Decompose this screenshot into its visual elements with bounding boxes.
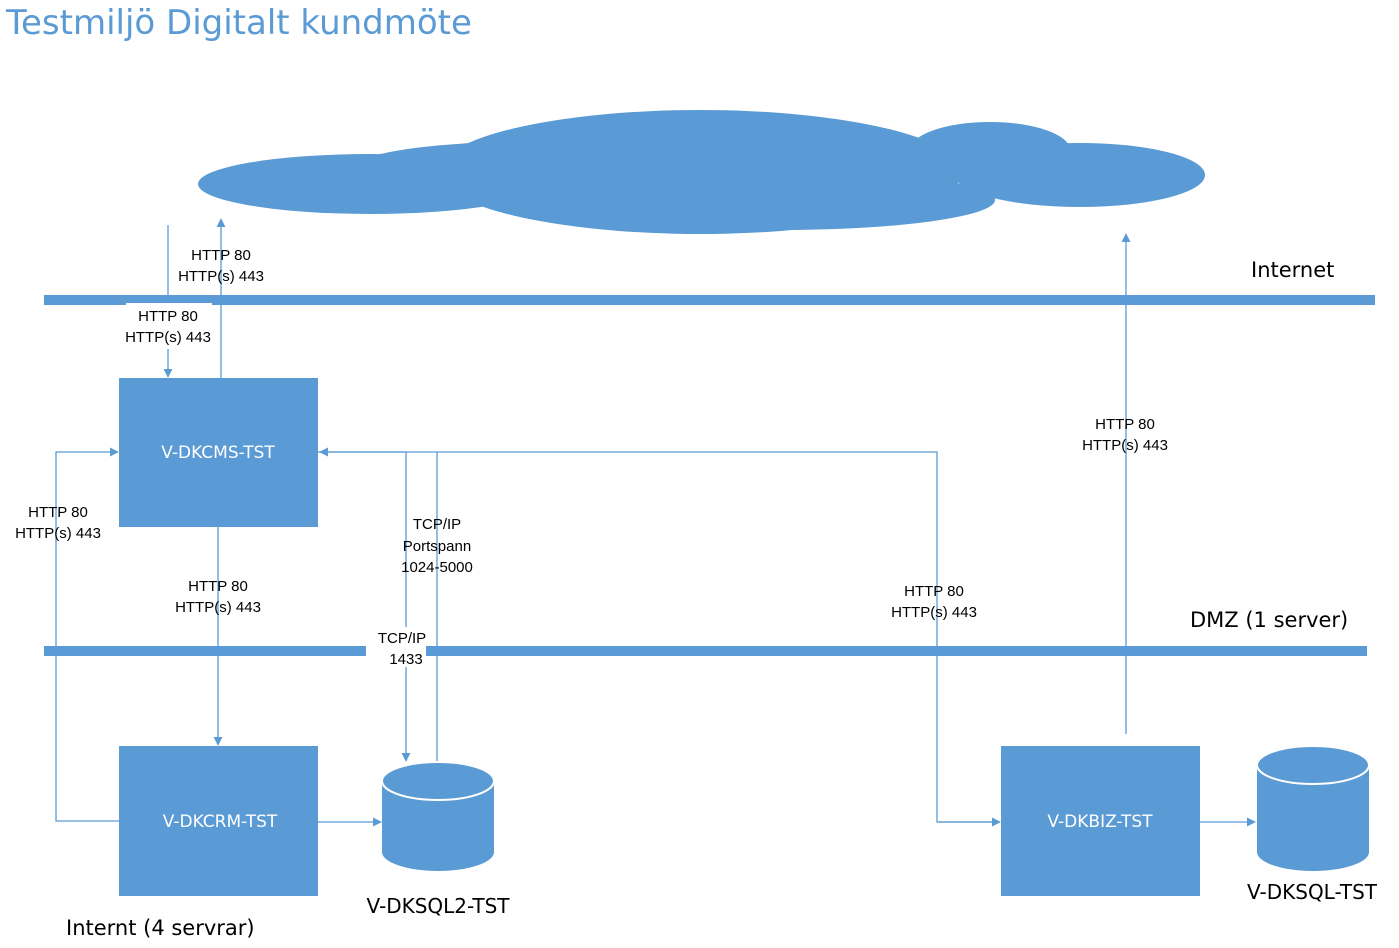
svg-text:HTTP 80: HTTP 80 xyxy=(138,308,198,325)
connector-crm-to-cms xyxy=(55,447,120,822)
protocol-label-cms-outbound: HTTP 80 HTTP(s) 443 xyxy=(178,247,264,285)
server-label: V-DKBIZ-TST xyxy=(1047,812,1153,832)
protocol-label-crm-to-cms: HTTP 80 HTTP(s) 443 xyxy=(15,504,101,542)
connectors xyxy=(55,218,1256,827)
internet-boundary-bar xyxy=(44,295,1375,305)
protocol-label-cms-biz: HTTP 80 HTTP(s) 443 xyxy=(891,583,977,621)
dmz-boundary-bar-left xyxy=(44,646,366,656)
server-label: V-DKCMS-TST xyxy=(161,443,275,463)
svg-text:Portspann: Portspann xyxy=(403,538,471,555)
svg-text:HTTP(s) 443: HTTP(s) 443 xyxy=(891,604,977,621)
zone-label-dmz: DMZ (1 server) xyxy=(1190,608,1348,632)
svg-text:HTTP 80: HTTP 80 xyxy=(188,578,248,595)
database-icon-sql xyxy=(1256,745,1370,871)
svg-text:HTTP(s) 443: HTTP(s) 443 xyxy=(15,525,101,542)
svg-text:HTTP(s) 443: HTTP(s) 443 xyxy=(178,268,264,285)
protocol-label-portspann: TCP/IP Portspann 1024-5000 xyxy=(401,516,473,576)
server-node-cms: V-DKCMS-TST xyxy=(119,378,318,527)
page-title: Testmiljö Digitalt kundmöte xyxy=(5,3,472,43)
protocol-label-cms-inbound: HTTP 80 HTTP(s) 443 xyxy=(125,308,211,346)
server-box xyxy=(119,746,318,896)
svg-text:HTTP(s) 443: HTTP(s) 443 xyxy=(125,329,211,346)
svg-text:1433: 1433 xyxy=(389,651,422,668)
svg-text:TCP/IP: TCP/IP xyxy=(378,630,426,647)
svg-text:HTTP 80: HTTP 80 xyxy=(1095,416,1155,433)
dmz-boundary-bar-right xyxy=(426,646,1367,656)
server-box xyxy=(119,378,318,527)
zone-label-internal: Internt (4 servrar) xyxy=(66,916,255,940)
server-label: V-DKCRM-TST xyxy=(163,812,278,832)
svg-text:HTTP 80: HTTP 80 xyxy=(191,247,251,264)
svg-text:HTTP(s) 443: HTTP(s) 443 xyxy=(1082,437,1168,454)
protocol-label-sql-1433: TCP/IP 1433 xyxy=(378,630,426,668)
database-label-sql2: V-DKSQL2-TST xyxy=(366,894,510,918)
server-node-biz: V-DKBIZ-TST xyxy=(1001,746,1200,896)
svg-text:1024-5000: 1024-5000 xyxy=(401,559,473,576)
server-node-crm: V-DKCRM-TST xyxy=(119,746,318,896)
svg-text:HTTP 80: HTTP 80 xyxy=(28,504,88,521)
internet-cloud-icon xyxy=(198,110,1205,234)
database-label-sql: V-DKSQL-TST xyxy=(1247,880,1378,904)
protocol-label-biz-internet: HTTP 80 HTTP(s) 443 xyxy=(1082,416,1168,454)
zone-label-internet: Internet xyxy=(1251,258,1334,282)
server-box xyxy=(1001,746,1200,896)
svg-text:HTTP(s) 443: HTTP(s) 443 xyxy=(175,599,261,616)
svg-text:HTTP 80: HTTP 80 xyxy=(904,583,964,600)
connector-cms-to-sql2 xyxy=(318,451,411,762)
svg-text:TCP/IP: TCP/IP xyxy=(413,516,461,533)
database-icon-sql2 xyxy=(381,761,495,871)
protocol-label-cms-to-crm: HTTP 80 HTTP(s) 443 xyxy=(175,578,261,616)
